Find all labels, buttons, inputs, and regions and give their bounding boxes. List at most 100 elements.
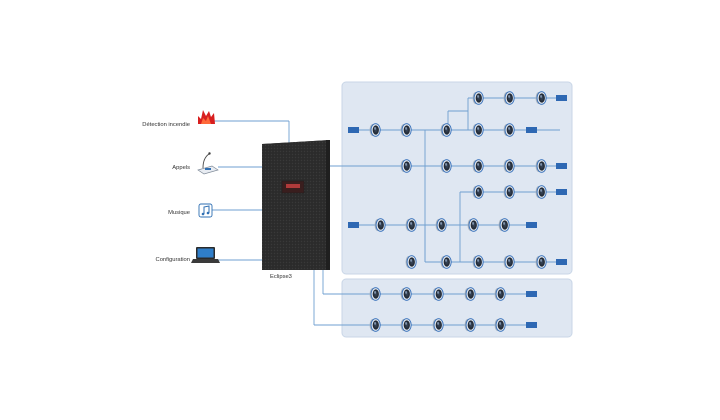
speaker-icon[interactable] bbox=[432, 318, 444, 332]
speaker-icon[interactable] bbox=[494, 287, 506, 301]
speaker-icon[interactable] bbox=[498, 218, 510, 232]
speaker-cone bbox=[403, 161, 410, 171]
speaker-icon[interactable] bbox=[535, 159, 547, 173]
speaker-highlight bbox=[410, 222, 413, 225]
unit-label: Eclipse3 bbox=[270, 274, 292, 280]
speaker-icon[interactable] bbox=[400, 123, 412, 137]
line-terminator-icon[interactable] bbox=[526, 291, 537, 297]
speaker-icon[interactable] bbox=[472, 255, 484, 269]
speaker-highlight bbox=[405, 322, 408, 325]
speaker-cone bbox=[538, 93, 545, 103]
speaker-icon[interactable] bbox=[503, 185, 515, 199]
speaker-icon[interactable] bbox=[535, 255, 547, 269]
speaker-icon[interactable] bbox=[503, 255, 515, 269]
eclipse3-unit[interactable] bbox=[262, 140, 330, 270]
speaker-icon[interactable] bbox=[369, 123, 381, 137]
speaker-highlight bbox=[445, 126, 448, 130]
speaker-highlight bbox=[410, 259, 413, 262]
speaker-highlight bbox=[540, 163, 543, 166]
speaker-icon[interactable] bbox=[467, 218, 479, 232]
line-terminator-icon[interactable] bbox=[526, 127, 537, 133]
speaker-icon[interactable] bbox=[472, 123, 484, 137]
line-terminator-icon[interactable] bbox=[556, 163, 567, 169]
speaker-highlight bbox=[508, 189, 511, 192]
speaker-icon[interactable] bbox=[440, 255, 452, 269]
speaker-cone bbox=[467, 289, 474, 299]
speaker-highlight bbox=[374, 291, 377, 294]
speaker-highlight bbox=[469, 322, 472, 325]
unit-display-led bbox=[286, 184, 300, 188]
speaker-highlight bbox=[540, 189, 543, 192]
speaker-icon[interactable] bbox=[440, 159, 452, 173]
speaker-icon[interactable] bbox=[464, 318, 476, 332]
speaker-highlight bbox=[405, 126, 408, 130]
speaker-cone bbox=[506, 257, 513, 267]
line-terminator-icon[interactable] bbox=[526, 322, 537, 328]
speaker-cone bbox=[443, 161, 450, 171]
speaker-cone bbox=[506, 93, 513, 103]
speaker-highlight bbox=[445, 163, 448, 166]
laptop-icon[interactable] bbox=[191, 247, 220, 263]
speaker-cone bbox=[497, 320, 504, 330]
speaker-cone bbox=[438, 220, 445, 230]
speaker-highlight bbox=[477, 126, 480, 130]
speaker-cone bbox=[497, 289, 504, 299]
speaker-icon[interactable] bbox=[435, 218, 447, 232]
microphone-station-icon[interactable] bbox=[197, 152, 219, 175]
speaker-icon[interactable] bbox=[503, 159, 515, 173]
line-terminator-icon[interactable] bbox=[556, 259, 567, 265]
speaker-highlight bbox=[379, 222, 382, 225]
line-terminator-icon[interactable] bbox=[348, 222, 359, 228]
speaker-highlight bbox=[540, 95, 543, 98]
speaker-cone bbox=[408, 257, 415, 267]
speaker-icon[interactable] bbox=[503, 91, 515, 105]
line-terminator-icon[interactable] bbox=[526, 222, 537, 228]
speaker-icon[interactable] bbox=[432, 287, 444, 301]
speaker-icon[interactable] bbox=[405, 255, 417, 269]
speaker-icon[interactable] bbox=[405, 218, 417, 232]
speaker-icon[interactable] bbox=[374, 218, 386, 232]
speaker-highlight bbox=[477, 163, 480, 166]
line-terminator-icon[interactable] bbox=[348, 127, 359, 133]
speaker-highlight bbox=[503, 222, 506, 225]
speaker-cone bbox=[443, 125, 450, 135]
speaker-icon[interactable] bbox=[472, 91, 484, 105]
music-note-icon[interactable] bbox=[198, 203, 213, 218]
speaker-cone bbox=[403, 125, 410, 135]
speaker-cone bbox=[377, 220, 384, 230]
speaker-icon[interactable] bbox=[535, 185, 547, 199]
speaker-highlight bbox=[405, 291, 408, 294]
speaker-icon[interactable] bbox=[494, 318, 506, 332]
music-label: Musique bbox=[168, 210, 190, 216]
speaker-icon[interactable] bbox=[369, 287, 381, 301]
speaker-cone bbox=[475, 257, 482, 267]
speaker-icon[interactable] bbox=[464, 287, 476, 301]
speaker-icon[interactable] bbox=[369, 318, 381, 332]
speaker-icon[interactable] bbox=[503, 123, 515, 137]
speaker-icon[interactable] bbox=[472, 159, 484, 173]
speaker-cone bbox=[435, 289, 442, 299]
speaker-cone bbox=[538, 161, 545, 171]
fire-icon bbox=[198, 110, 215, 124]
speaker-icon[interactable] bbox=[400, 159, 412, 173]
speaker-cone bbox=[470, 220, 477, 230]
speaker-icon[interactable] bbox=[535, 91, 547, 105]
speaker-cone bbox=[372, 125, 379, 135]
speaker-cone bbox=[538, 257, 545, 267]
speaker-highlight bbox=[374, 322, 377, 325]
speaker-cone bbox=[372, 320, 379, 330]
speaker-icon[interactable] bbox=[400, 287, 412, 301]
line-terminator-icon[interactable] bbox=[556, 95, 567, 101]
speaker-cone bbox=[408, 220, 415, 230]
speaker-highlight bbox=[405, 163, 408, 166]
speaker-highlight bbox=[540, 259, 543, 262]
speaker-icon[interactable] bbox=[440, 123, 452, 137]
line-terminator-icon[interactable] bbox=[556, 189, 567, 195]
speaker-cone bbox=[467, 320, 474, 330]
speaker-icon[interactable] bbox=[472, 185, 484, 199]
speaker-highlight bbox=[508, 126, 511, 130]
speaker-cone bbox=[475, 187, 482, 197]
speaker-cone bbox=[506, 161, 513, 171]
speaker-icon[interactable] bbox=[400, 318, 412, 332]
